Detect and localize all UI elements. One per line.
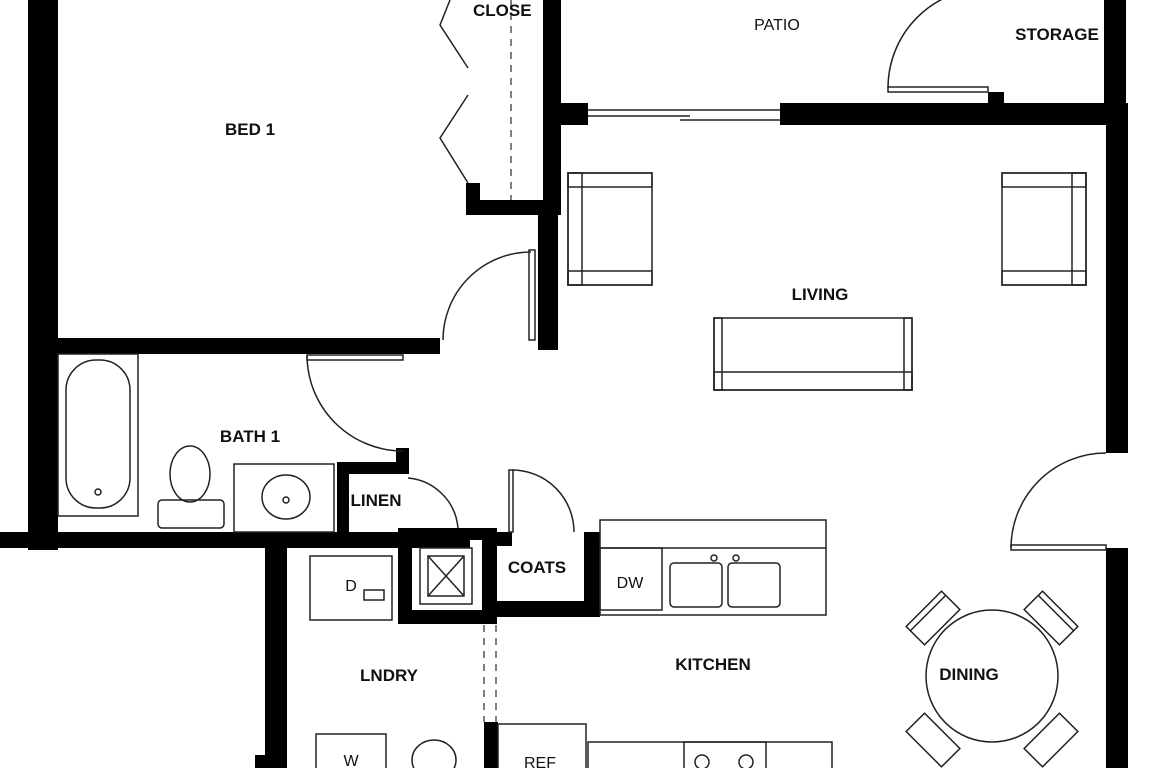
dryer bbox=[309, 555, 393, 621]
wall-linen-jamb bbox=[396, 448, 409, 474]
entry-door-leaf bbox=[1010, 544, 1107, 551]
fixture-label-dishwasher: DW bbox=[617, 575, 645, 592]
wall-patio-left bbox=[543, 103, 588, 125]
room-label-laundry: LNDRY bbox=[360, 666, 419, 685]
coats-door-swing bbox=[511, 469, 575, 533]
room-label-storage: STORAGE bbox=[1015, 25, 1099, 44]
wall-patio-right bbox=[780, 103, 1110, 125]
toilet-tank bbox=[157, 499, 225, 529]
storage-door-leaf bbox=[887, 86, 989, 93]
wall-wh-left bbox=[398, 528, 412, 623]
wall-dining-right bbox=[1106, 548, 1128, 768]
fixture-label-washer: W bbox=[343, 753, 359, 768]
laundry-sink bbox=[411, 739, 457, 768]
wall-bath-bottom bbox=[0, 532, 470, 548]
wall-storage-right bbox=[1104, 0, 1126, 125]
wall-wh-bottom bbox=[398, 610, 495, 624]
room-label-patio: PATIO bbox=[754, 17, 800, 34]
wall-wh-top bbox=[398, 528, 494, 540]
bedroom-door-leaf bbox=[528, 249, 536, 341]
kitchen-sink-left bbox=[669, 562, 723, 608]
walls bbox=[0, 0, 1128, 768]
coats-door-leaf bbox=[508, 469, 514, 533]
entry-door-swing bbox=[1010, 452, 1107, 549]
dining-chair-nw bbox=[905, 590, 961, 646]
bath-door-leaf bbox=[306, 354, 404, 361]
washer bbox=[315, 733, 387, 768]
bathtub-basin bbox=[65, 359, 131, 509]
dining-table bbox=[925, 609, 1059, 743]
vanity bbox=[233, 463, 335, 533]
bath-door-swing bbox=[306, 354, 404, 452]
closet-bifold-top bbox=[439, 0, 469, 69]
wall-living-right bbox=[1106, 103, 1128, 453]
wall-closet-jamb bbox=[466, 183, 480, 215]
wall-laundry-left bbox=[265, 540, 287, 768]
linen-door-swing bbox=[407, 477, 459, 529]
fixture-labels: D W DW REF bbox=[343, 575, 644, 768]
wall-living-left bbox=[538, 200, 558, 350]
room-labels: BED 1 CLOSE PATIO STORAGE LIVING BATH 1 … bbox=[220, 1, 1099, 685]
refrigerator bbox=[497, 723, 587, 768]
room-label-coats: COATS bbox=[508, 558, 566, 577]
bedroom-door-swing bbox=[442, 251, 532, 341]
toilet-bowl bbox=[169, 445, 211, 503]
kitchen-sink-right bbox=[727, 562, 781, 608]
bathtub bbox=[57, 353, 139, 517]
fixtures bbox=[57, 172, 1087, 768]
dining-chair-se bbox=[1023, 712, 1079, 768]
dishwasher bbox=[599, 547, 663, 611]
room-label-living: LIVING bbox=[792, 285, 849, 304]
fixture-label-dryer: D bbox=[345, 578, 357, 595]
room-label-kitchen: KITCHEN bbox=[675, 655, 751, 674]
wall-closet-bottom bbox=[466, 200, 561, 215]
wall-coats-top bbox=[482, 532, 512, 546]
dining-chair-sw bbox=[905, 712, 961, 768]
fixture-label-refrigerator: REF bbox=[524, 755, 556, 768]
dining-chair-ne bbox=[1023, 590, 1079, 646]
wall-coats-right bbox=[584, 532, 600, 617]
wall-linen-left bbox=[337, 462, 349, 540]
wall-laundry-stub bbox=[255, 755, 275, 768]
room-label-linen: LINEN bbox=[351, 491, 402, 510]
room-label-dining: DINING bbox=[939, 665, 999, 684]
wall-bed-left bbox=[28, 0, 58, 550]
storage-door-swing bbox=[887, 0, 943, 89]
wall-linen-top bbox=[337, 462, 409, 474]
armchair-right bbox=[1001, 172, 1087, 286]
room-label-bath1: BATH 1 bbox=[220, 427, 280, 446]
range bbox=[683, 741, 767, 768]
wall-storage-jamb bbox=[988, 92, 1004, 114]
sofa bbox=[713, 317, 913, 391]
wall-coats-bottom bbox=[482, 601, 599, 617]
closet-bifold-bottom bbox=[439, 94, 469, 184]
wall-bed-bath bbox=[28, 338, 440, 354]
room-label-bed1: BED 1 bbox=[225, 120, 275, 139]
wall-wh-right bbox=[482, 528, 497, 624]
room-label-closet: CLOSE bbox=[473, 1, 532, 20]
doors bbox=[306, 0, 1107, 551]
water-heater bbox=[419, 547, 473, 605]
vanity-sink bbox=[261, 474, 311, 520]
wall-kitchen-left bbox=[484, 722, 498, 768]
armchair-left bbox=[567, 172, 653, 286]
